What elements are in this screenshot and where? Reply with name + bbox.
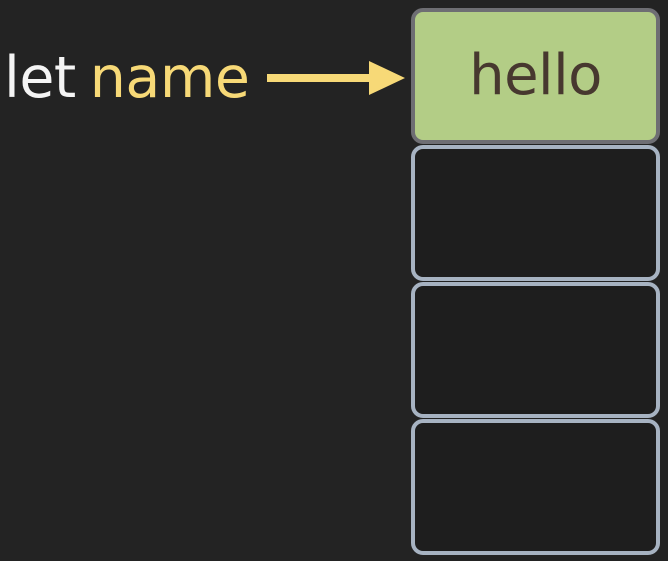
- memory-cell-3[interactable]: [411, 419, 660, 555]
- let-keyword: let: [4, 44, 76, 111]
- variable-name-identifier: name: [89, 44, 250, 111]
- memory-cell-2[interactable]: [411, 282, 660, 418]
- points-to-arrow-icon: [267, 61, 405, 95]
- memory-cell-0[interactable]: hello: [411, 8, 660, 144]
- memory-cell-stack: hello: [411, 8, 660, 555]
- memory-cell-1[interactable]: [411, 145, 660, 281]
- memory-cell-0-value: hello: [469, 43, 602, 108]
- binding-expression: let name: [4, 36, 250, 120]
